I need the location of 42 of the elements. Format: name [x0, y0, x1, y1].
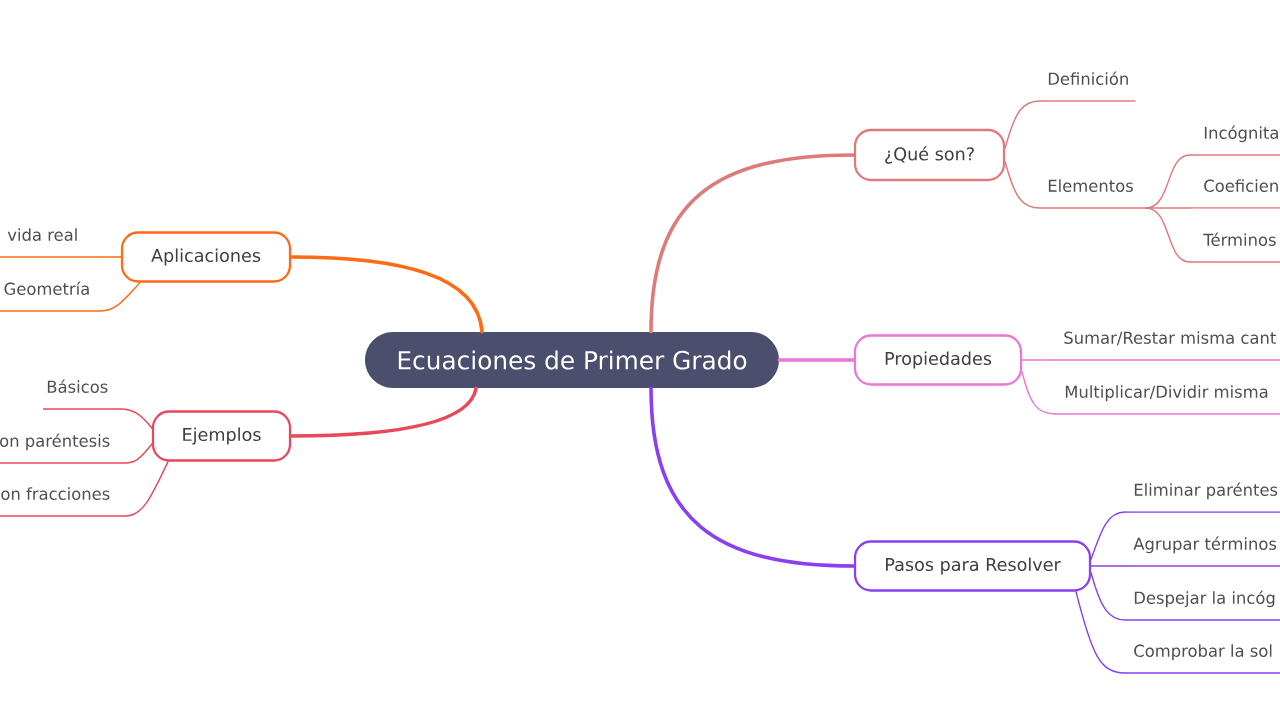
branch-line	[1090, 565, 1126, 567]
subtopic-label: Sumar/Restar misma cant	[1049, 331, 1280, 361]
subtopic-label: Incógnita	[1189, 125, 1280, 156]
branch-line	[1075, 590, 1126, 674]
branch-line	[649, 153, 856, 334]
branch-line	[1004, 100, 1041, 149]
branch-line	[1090, 511, 1126, 560]
subtopic-label: on paréntesis	[0, 433, 127, 464]
branch-line	[1004, 161, 1041, 209]
branch-line	[777, 358, 856, 362]
branch-line	[99, 281, 141, 312]
topic-box: ¿Qué son?	[853, 128, 1006, 182]
subtopic-label: vida real	[0, 228, 102, 258]
branch-line	[124, 460, 169, 517]
branch-line	[1144, 207, 1191, 209]
subtopic-label: Elementos	[1039, 179, 1147, 209]
branch-line	[1021, 359, 1051, 361]
central-topic: Ecuaciones de Primer Grado	[365, 332, 779, 388]
topic-box: Ejemplos	[151, 410, 292, 462]
branch-line	[1021, 371, 1056, 415]
branch-line	[1144, 207, 1191, 263]
subtopic-label: Definición	[1039, 71, 1137, 102]
topic-box: Propiedades	[853, 334, 1023, 386]
subtopic-label: Coeficien	[1189, 179, 1280, 209]
subtopic-label: Despejar la incóg	[1124, 590, 1280, 621]
branch-line	[1090, 572, 1126, 621]
branch-line	[289, 386, 478, 438]
subtopic-label: Multiplicar/Dividir misma	[1054, 385, 1280, 415]
branch-line	[119, 408, 153, 429]
subtopic-label: Geometría	[0, 281, 102, 312]
subtopic-label: Comprobar la sol	[1124, 644, 1280, 674]
branch-line	[649, 386, 856, 568]
branch-line	[289, 255, 484, 334]
subtopic-label: Eliminar paréntes	[1124, 482, 1280, 513]
subtopic-label: Básicos	[42, 379, 122, 410]
branch-line	[124, 443, 153, 464]
subtopic-label: Agrupar términos	[1124, 536, 1280, 567]
topic-box: Aplicaciones	[120, 231, 292, 283]
branch-line	[99, 256, 122, 258]
subtopic-label: Términos	[1189, 232, 1280, 263]
subtopic-label: on fracciones	[0, 487, 127, 517]
topic-box: Pasos para Resolver	[853, 540, 1092, 592]
